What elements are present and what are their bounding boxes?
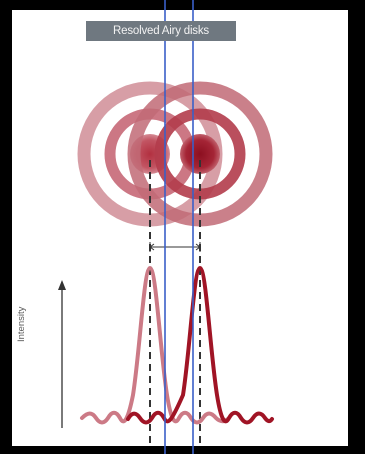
intensity-axis-label: Intensity	[16, 306, 27, 342]
right-core	[180, 134, 220, 174]
left-intensity-curve	[80, 265, 230, 425]
intensity-axis	[58, 280, 66, 428]
blue-guide-lines	[164, 0, 194, 454]
right-intensity-curve	[126, 265, 274, 425]
right-middle-ring	[154, 108, 246, 200]
diagram-panel	[12, 10, 348, 446]
diagram-title: Resolved Airy disks	[86, 21, 236, 41]
